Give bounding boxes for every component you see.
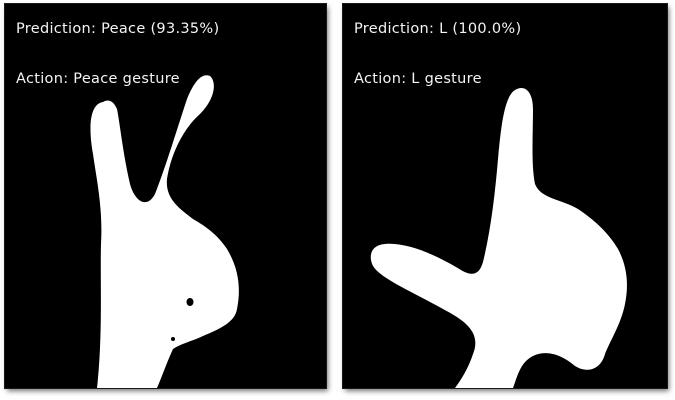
hand-l-mask-icon [370, 88, 627, 388]
hand-peace-mask-icon [90, 75, 239, 388]
action-label: Action: L gesture [354, 71, 482, 87]
prediction-label: Prediction: L (100.0%) [354, 21, 522, 37]
prediction-label: Prediction: Peace (93.35%) [16, 21, 220, 37]
action-label: Action: Peace gesture [16, 71, 180, 87]
l-gesture-panel: Prediction: L (100.0%) Action: L gesture [342, 3, 668, 389]
peace-gesture-panel: Prediction: Peace (93.35%) Action: Peace… [4, 3, 327, 389]
